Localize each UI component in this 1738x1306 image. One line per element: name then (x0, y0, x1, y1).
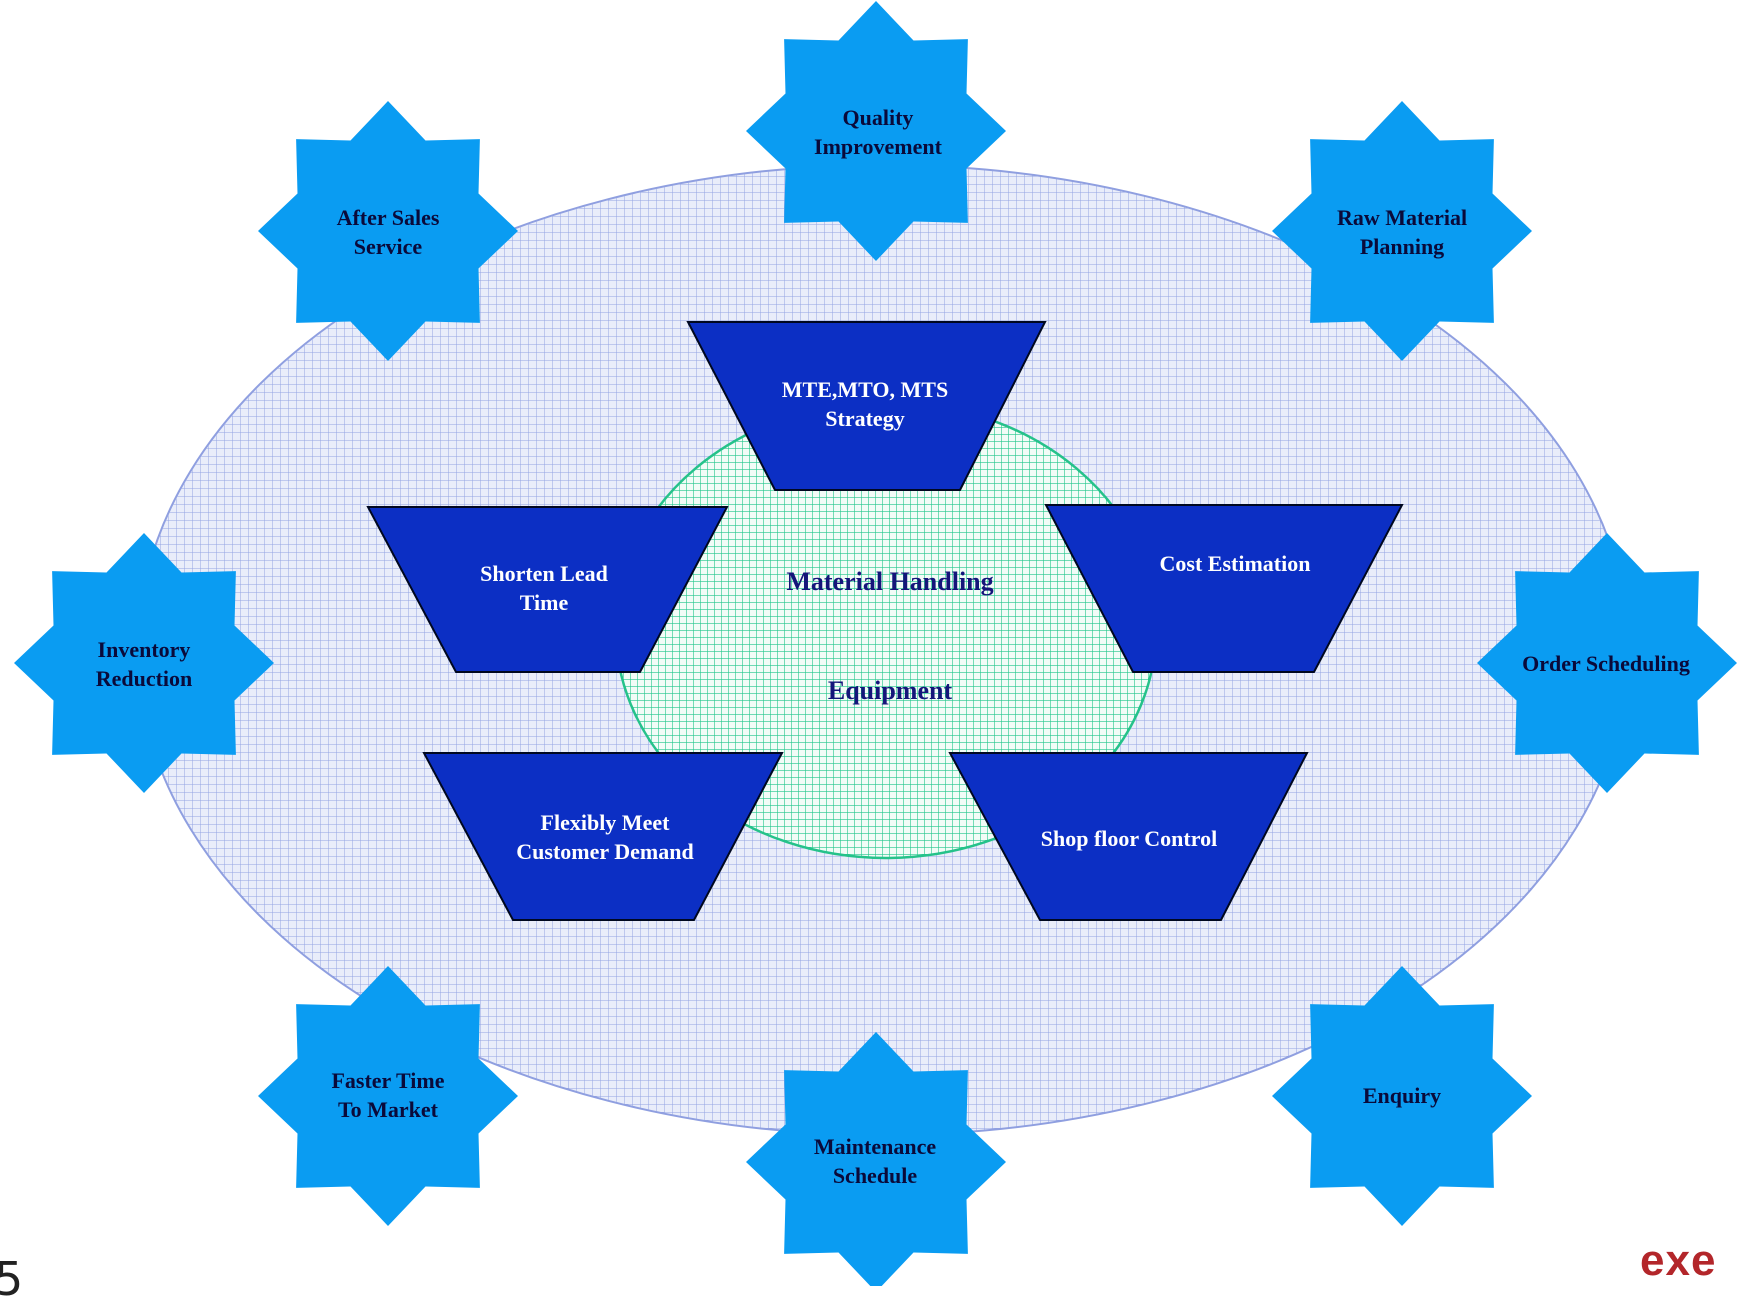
function-star-quality (746, 1, 1006, 261)
center-label-line1: Material Handling (786, 567, 994, 597)
function-enquiry: Enquiry (1362, 1082, 1442, 1108)
benefit-mte-mto-mts: MTE,MTO, MTS Strategy (781, 377, 949, 431)
page-number: 5 (0, 1252, 24, 1306)
function-quality-improvement: Quality Improvement (814, 105, 942, 159)
function-order-scheduling: Order Scheduling (1522, 650, 1690, 676)
benefit-cost-estimation: Cost Estimation (1159, 550, 1311, 576)
function-star-inventory (14, 533, 274, 793)
benefit-trapezoid-mte (686, 321, 1047, 491)
company-logo: exe (1640, 1236, 1717, 1285)
center-label-line2: Equipment (827, 676, 953, 706)
center-label: Material Handling Equipment (700, 567, 1080, 705)
function-raw-material-planning: Raw Material Planning (1336, 205, 1468, 259)
benefit-trapezoid-shopfloor (948, 752, 1309, 921)
function-star-raw-material (1272, 101, 1532, 361)
benefit-trapezoid-flexibly (422, 752, 784, 921)
function-star-order (1477, 533, 1737, 793)
benefit-shop-floor-control: Shop floor Control (1040, 825, 1218, 851)
function-faster-time-to-market: Faster Time To Market (331, 1068, 445, 1122)
function-star-enquiry (1272, 966, 1532, 1226)
benefit-trapezoid-shorten (366, 506, 729, 673)
benefit-shorten-lead-time: Shorten Lead Time (480, 561, 608, 615)
function-star-maintenance (746, 1032, 1006, 1286)
benefit-flexibly-meet-demand: Flexibly Meet Customer Demand (516, 810, 694, 864)
function-inventory-reduction: Inventory Reduction (95, 637, 193, 691)
benefit-trapezoid-cost (1044, 504, 1404, 673)
function-star-after-sales (258, 101, 518, 361)
function-after-sales-service: After Sales Service (336, 205, 440, 259)
function-star-faster (258, 966, 518, 1226)
function-maintenance-schedule: Maintenance Schedule (813, 1134, 937, 1188)
